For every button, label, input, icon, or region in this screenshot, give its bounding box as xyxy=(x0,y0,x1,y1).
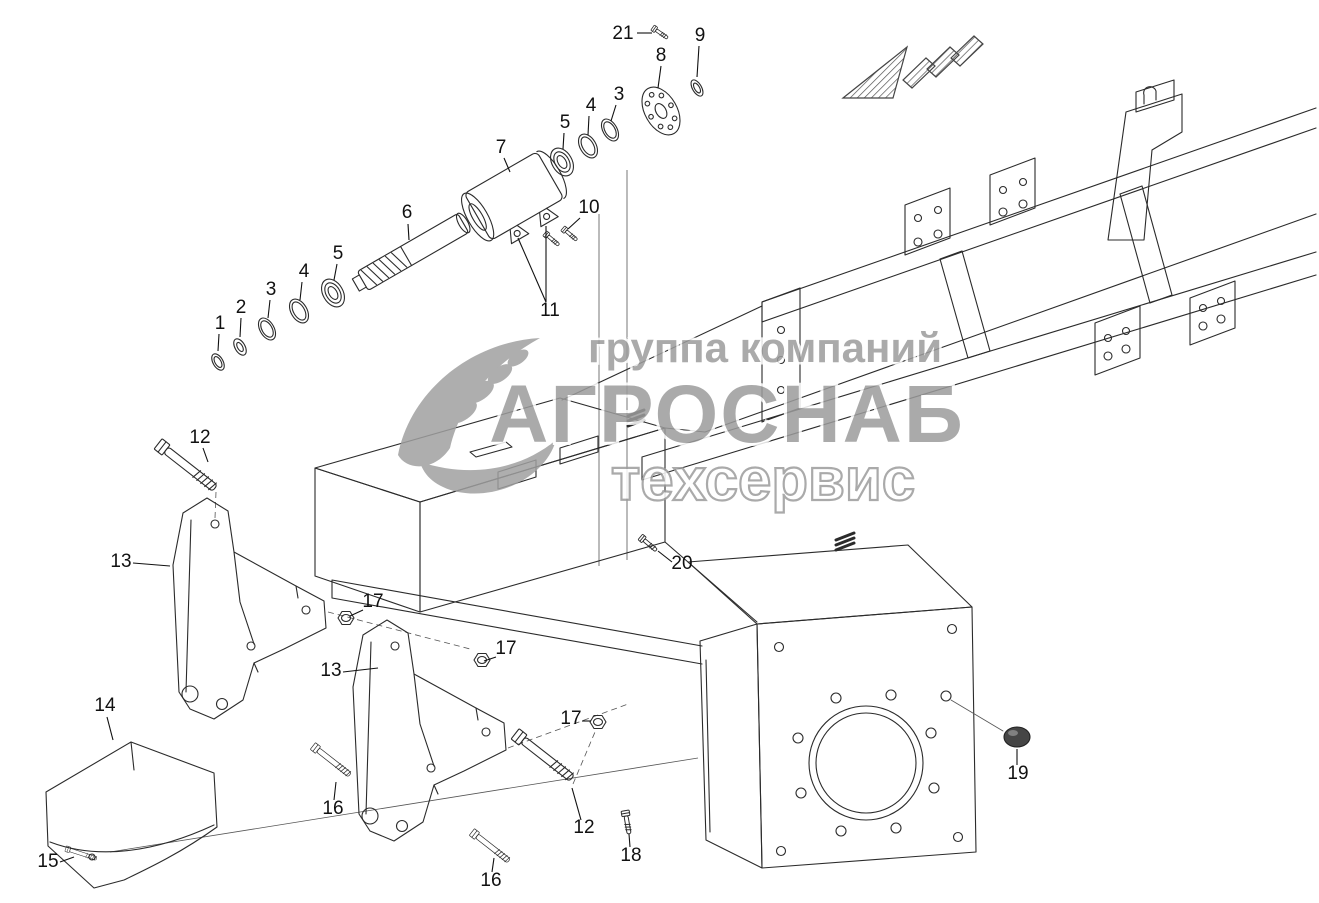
bolt-16-icon xyxy=(468,828,512,865)
part-label-1: 1 xyxy=(215,313,226,334)
watermark-logo-icon xyxy=(398,338,556,494)
rear-rails xyxy=(561,107,1317,481)
part-label-6: 6 xyxy=(402,202,413,223)
ring-2 xyxy=(233,338,247,356)
washer-4b xyxy=(577,133,599,159)
leader-line-6 xyxy=(407,223,410,241)
watermark-line1: группа компаний xyxy=(588,324,942,371)
part-label-14: 14 xyxy=(94,695,116,716)
leader-line-16 xyxy=(491,857,495,873)
leader-line-5 xyxy=(333,263,338,281)
bearing-5 xyxy=(320,278,346,308)
seal-ring-9 xyxy=(690,79,704,97)
frame-line-art xyxy=(45,79,1317,889)
leader-line-5 xyxy=(562,132,565,150)
leader-line-12 xyxy=(202,447,209,463)
vent-stripes xyxy=(626,408,856,552)
rail-mounting-blocks xyxy=(904,157,1236,376)
part-label-13: 13 xyxy=(320,660,341,681)
center-frame-box xyxy=(314,397,758,665)
part-label-17: 17 xyxy=(560,708,581,729)
gearbox-housing xyxy=(687,544,1004,869)
part-label-5: 5 xyxy=(333,243,344,264)
watermark-line3: техсервис xyxy=(611,446,915,513)
part-label-7: 7 xyxy=(496,137,507,158)
part-label-3: 3 xyxy=(266,279,277,300)
part-label-12: 12 xyxy=(189,427,210,448)
bearing-5b xyxy=(549,147,575,177)
leader-line-14 xyxy=(106,716,114,741)
screw-20-icon xyxy=(637,533,660,554)
part-label-17: 17 xyxy=(362,591,383,612)
part-label-15: 15 xyxy=(37,851,58,872)
part-label-18: 18 xyxy=(620,845,641,866)
leader-line-15 xyxy=(59,856,75,863)
leader-line-20 xyxy=(657,550,673,563)
part-label-21: 21 xyxy=(612,23,633,44)
projection-lines xyxy=(109,170,699,853)
part-label-4: 4 xyxy=(586,95,597,116)
part-label-5: 5 xyxy=(560,112,571,133)
watermark: группа компаний АГРОСНАБ техсервис xyxy=(398,322,966,514)
exploded-shaft-assembly xyxy=(211,79,704,371)
part-label-3: 3 xyxy=(614,84,625,105)
guard-cover xyxy=(45,741,218,889)
leader-line-4 xyxy=(587,115,590,136)
bolt-12-icon xyxy=(510,728,577,784)
watermark-line2: АГРОСНАБ xyxy=(489,369,965,460)
part-label-10: 10 xyxy=(578,197,599,218)
leader-line-17 xyxy=(349,609,364,617)
gusset-bracket xyxy=(1107,79,1183,241)
leader-line-17 xyxy=(483,656,497,662)
flange-disc-8 xyxy=(641,86,681,136)
part-label-13: 13 xyxy=(110,551,131,572)
washer-4 xyxy=(288,298,310,324)
leader-line-8 xyxy=(657,65,662,89)
snap-ring-3b xyxy=(600,118,620,142)
fasteners xyxy=(64,24,1031,865)
bracket-plate-upper xyxy=(172,497,327,720)
leader-line-2 xyxy=(239,317,242,338)
leader-line-9 xyxy=(696,45,700,78)
part-label-16: 16 xyxy=(322,798,343,819)
leader-line-13 xyxy=(342,667,379,673)
part-label-4: 4 xyxy=(299,261,310,282)
plug-19-icon xyxy=(1003,726,1031,748)
screw-10-icon xyxy=(560,225,580,243)
leader-line-4 xyxy=(299,281,303,301)
part-label-2: 2 xyxy=(236,297,247,318)
part-label-9: 9 xyxy=(695,25,706,46)
leader-line-7 xyxy=(503,157,511,173)
nut-17-icon xyxy=(589,714,607,730)
leader-line-3 xyxy=(610,104,617,122)
part-label-11: 11 xyxy=(540,300,560,321)
part-label-20: 20 xyxy=(671,553,692,574)
leader-line-18 xyxy=(628,833,631,848)
snap-ring-3 xyxy=(257,317,277,341)
screw-21-icon xyxy=(650,24,670,41)
leader-line-3 xyxy=(267,299,271,319)
leader-line-1 xyxy=(217,333,220,352)
part-label-12: 12 xyxy=(573,817,594,838)
part-label-16: 16 xyxy=(480,870,501,891)
ring-1 xyxy=(211,353,225,371)
leader-line-10 xyxy=(567,217,581,230)
direction-arrow-icon xyxy=(841,35,984,99)
leader-line-12 xyxy=(571,787,582,821)
part-label-19: 19 xyxy=(1007,763,1028,784)
leader-line-13 xyxy=(132,562,171,567)
leader-line-16 xyxy=(333,781,337,801)
screw-18-icon xyxy=(620,809,634,835)
part-label-8: 8 xyxy=(656,45,667,66)
leader-line-11 xyxy=(517,237,547,303)
splined-shaft-6 xyxy=(351,212,471,292)
part-label-17: 17 xyxy=(495,638,516,659)
bearing-housing-7 xyxy=(461,150,567,245)
bolt-16-icon xyxy=(309,742,353,779)
